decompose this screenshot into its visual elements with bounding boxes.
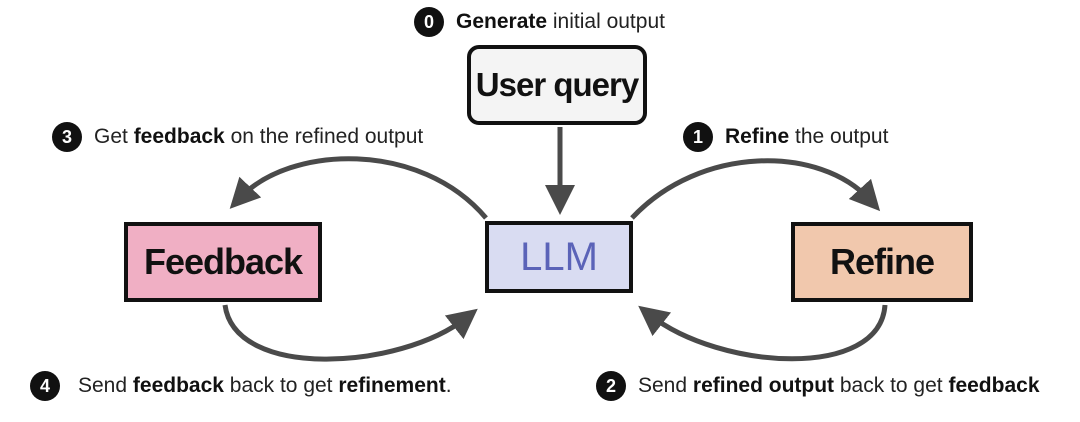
step-text: . <box>445 374 452 397</box>
step-2-label: 2 Send refined output back to get feedba… <box>596 371 1040 401</box>
step-number-badge: 0 <box>414 7 444 37</box>
step-text: Get <box>94 125 134 148</box>
step-text: initial output <box>547 10 665 33</box>
step-0-label: 0 Generate initial output <box>414 7 665 37</box>
step-bold-text: refined output <box>692 374 835 397</box>
step-number-badge: 2 <box>596 371 626 401</box>
step-text: Send <box>78 374 133 397</box>
step-bold-text: Generate <box>456 10 548 33</box>
user-query-node: User query <box>467 45 647 125</box>
arrow-llm-to-refine <box>630 158 881 220</box>
arrow-refine-to-llm <box>638 304 888 362</box>
step-bold-text: refinement <box>338 374 446 397</box>
step-number-badge: 1 <box>683 122 713 152</box>
step-text: back to get <box>223 374 339 397</box>
step-number-badge: 3 <box>52 122 82 152</box>
step-number-badge: 4 <box>30 371 60 401</box>
step-bold-text: feedback <box>132 374 224 397</box>
step-text: on the refined output <box>224 125 424 148</box>
arrow-feedback-to-llm <box>222 304 478 362</box>
step-4-label: 4 Send feedback back to get refinement. <box>30 371 452 401</box>
step-bold-text: feedback <box>133 125 225 148</box>
step-bold-text: feedback <box>948 374 1040 397</box>
arrow-llm-to-feedback <box>229 156 488 220</box>
step-text: the output <box>789 125 889 148</box>
step-text: back to get <box>834 374 949 397</box>
step-text: Send <box>638 374 693 397</box>
step-bold-text: Refine <box>725 125 790 148</box>
feedback-node: Feedback <box>124 222 322 302</box>
step-1-label: 1 Refine the output <box>683 122 888 152</box>
llm-node: LLM <box>485 221 633 293</box>
step-3-label: 3 Get feedback on the refined output <box>52 122 423 152</box>
refine-node: Refine <box>791 222 973 302</box>
